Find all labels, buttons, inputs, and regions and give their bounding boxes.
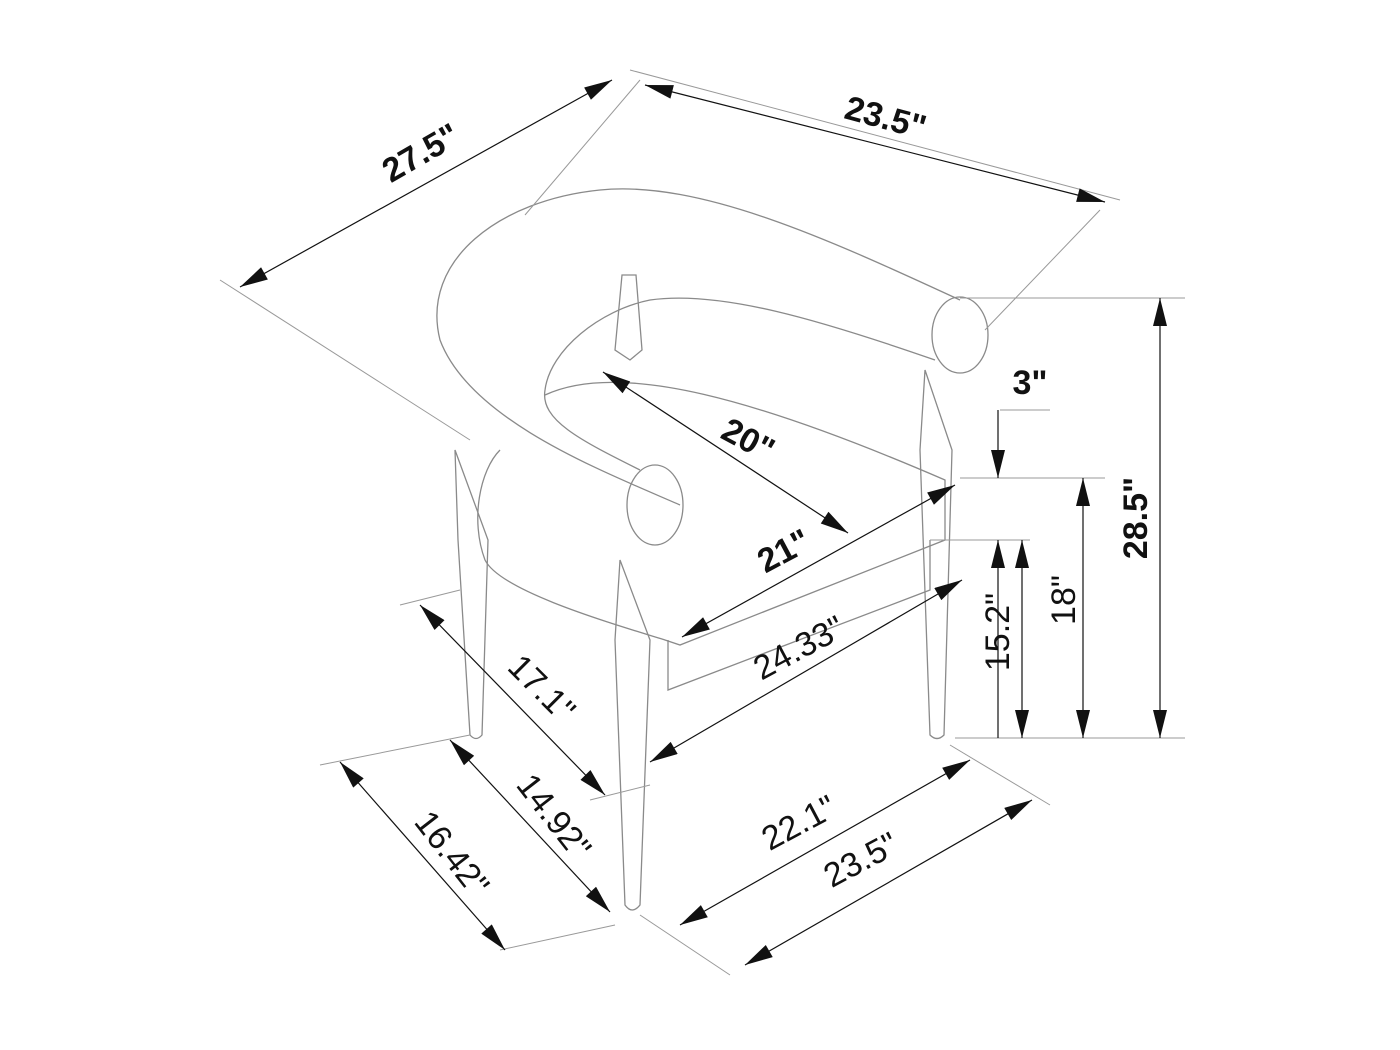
label-21: 21" — [751, 522, 816, 581]
dim-16-42 — [339, 761, 506, 951]
dimension-labels: 27.5" 23.5" 20" 21" 3" 28.5" 18" 15.2" 2… — [376, 89, 1155, 904]
dim-22-1 — [679, 759, 971, 926]
dim-23-5-top — [644, 84, 1106, 203]
seat — [477, 381, 946, 646]
dim-20 — [602, 371, 849, 534]
leg-front-right — [919, 369, 953, 740]
armrest-end-right — [931, 296, 989, 374]
label-3: 3" — [1012, 364, 1047, 402]
label-18: 18" — [1045, 575, 1083, 625]
leg-front-left — [614, 559, 651, 911]
label-27-5: 27.5" — [376, 116, 466, 190]
label-24-33: 24.33" — [747, 609, 851, 688]
dim-24-33 — [649, 579, 963, 763]
extension-lines — [219, 69, 1185, 976]
dim-27-5 — [239, 79, 613, 288]
label-28-5: 28.5" — [1117, 477, 1155, 559]
dim-21 — [681, 484, 956, 638]
label-20: 20" — [715, 411, 780, 470]
label-17-1: 17.1" — [500, 647, 582, 729]
backrest-outer — [436, 188, 961, 506]
label-15-2: 15.2" — [979, 593, 1017, 671]
dim-23-5-bottom — [744, 799, 1033, 966]
armrest-end-left — [626, 464, 684, 546]
dimension-lines — [239, 79, 1167, 966]
label-22-1: 22.1" — [756, 788, 843, 858]
leg-back-right — [614, 274, 643, 361]
leg-back-left — [454, 449, 489, 740]
label-23-5-bottom: 23.5" — [818, 825, 905, 895]
backrest-inner — [544, 297, 936, 471]
